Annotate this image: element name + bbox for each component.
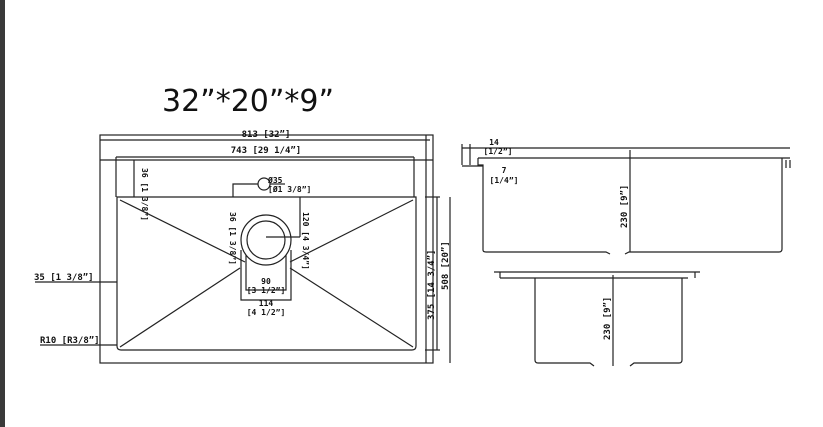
faucet-hole-label: Ø35: [267, 175, 283, 185]
window-edge: [0, 0, 5, 427]
sink-size-title: 32”*20”*9”: [162, 84, 335, 119]
drain-left-offset-label: 36 [1 3/8”]: [228, 212, 237, 265]
flange-thickness-label: 14: [489, 138, 499, 147]
overall-width-label: 813 [32”]: [242, 130, 291, 140]
bowl-outline: [116, 196, 417, 351]
inner-width-label: 743 [29 1/4”]: [231, 146, 301, 156]
flange-offset-label: 35 [1 3/8”]: [34, 273, 94, 283]
drain-inner-label: 90: [261, 277, 271, 286]
faucet-hole-inch-label: [Ø1 3/8”]: [268, 184, 311, 194]
inner-depth-label: 375 [14 3/4”]: [427, 250, 437, 320]
flange-thickness-inch-label: [1/2”]: [484, 147, 513, 156]
lip-label: 7: [502, 166, 507, 175]
drain-inner: [246, 220, 286, 260]
drain-right-offset-label: 120 [4 3/4”]: [301, 212, 310, 270]
corner-radius-label: R10 [R3/8”]: [40, 336, 100, 346]
drain-inner-inch-label: [3 1/2”]: [247, 286, 286, 295]
long-side-depth-label: 230 [9”]: [620, 185, 630, 228]
drain-outer: [240, 214, 292, 266]
drain-outer-inch-label: [4 1/2”]: [247, 308, 286, 317]
overall-depth-label: 508 [20”]: [441, 241, 451, 290]
short-side-depth-label: 230 [9”]: [603, 297, 613, 340]
lip-inch-label: [1/4”]: [490, 176, 519, 185]
top-margin-label: 36 [1 3/8”]: [140, 168, 149, 221]
drain-outer-label: 114: [259, 299, 274, 308]
outer-flange-outline: [99, 134, 434, 364]
